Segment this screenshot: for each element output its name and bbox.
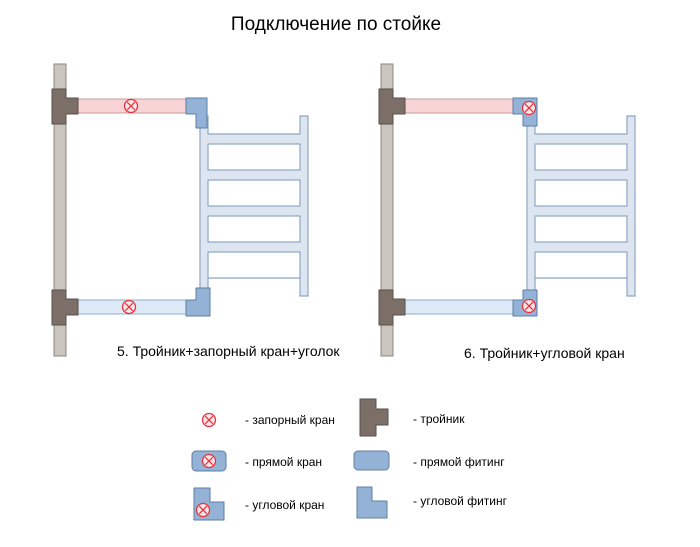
legend-label: - прямой фитинг: [413, 455, 505, 469]
tee-fitting-icon: [378, 289, 406, 326]
diagram-title: Подключение по стойке: [231, 14, 441, 35]
tee-fitting-icon: [51, 88, 79, 125]
legend-label: - угловой фитинг: [413, 494, 508, 508]
riser-pipe: [380, 63, 394, 357]
supply-pipe: [400, 98, 516, 114]
straight-fitting-icon: [353, 450, 390, 471]
angle-fitting-icon: [185, 97, 208, 129]
riser-pipe: [53, 63, 67, 357]
tee-fitting-icon: [51, 289, 79, 326]
angle-fitting-icon: [185, 287, 211, 317]
shutoff-valve-icon: [123, 98, 139, 114]
scheme-6-caption: 6. Тройник+угловой кран: [464, 345, 625, 361]
shutoff-valve-icon: [521, 100, 537, 116]
legend: - запорный кран - тройник - прямой кран …: [191, 398, 508, 521]
tee-fitting-icon: [378, 88, 406, 125]
shutoff-valve-icon: [201, 453, 217, 469]
radiator: [199, 115, 309, 297]
return-pipe: [400, 299, 516, 315]
shutoff-valve-icon: [121, 299, 137, 315]
radiator: [526, 115, 636, 297]
angle-fitting-icon: [356, 486, 388, 519]
scheme-6: 6. Тройник+угловой кран: [378, 63, 636, 361]
scheme-5-caption: 5. Тройник+запорный кран+уголок: [117, 343, 340, 359]
shutoff-valve-icon: [195, 502, 211, 518]
legend-label: - тройник: [413, 412, 465, 426]
shutoff-valve-icon: [201, 412, 217, 428]
legend-label: - угловой кран: [245, 498, 324, 512]
tee-fitting-icon: [359, 398, 389, 437]
shutoff-valve-icon: [521, 298, 537, 314]
legend-label: - запорный кран: [245, 413, 335, 427]
legend-label: - прямой кран: [245, 455, 322, 469]
scheme-5: 5. Тройник+запорный кран+уголок: [51, 63, 340, 359]
